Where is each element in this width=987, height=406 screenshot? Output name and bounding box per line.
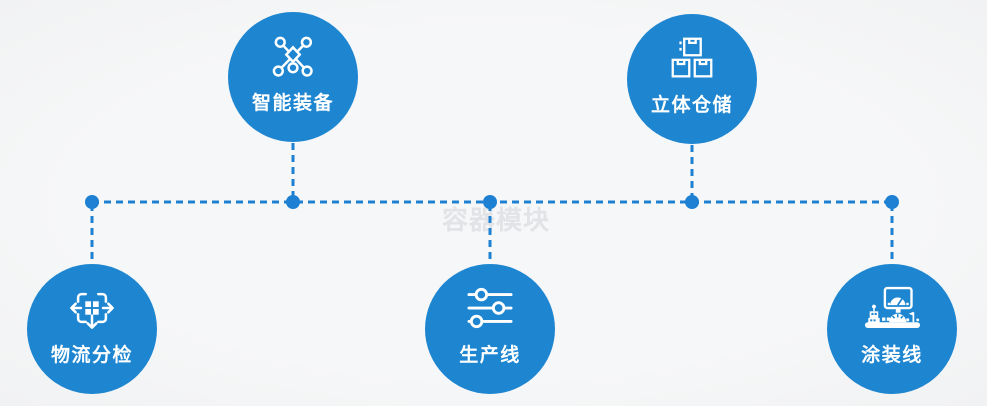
junction-dot: [85, 195, 99, 209]
node-logistics-sorting: 物流分检: [27, 264, 157, 394]
node-storage-warehouse: 立体仓储: [627, 14, 757, 144]
node-production-line: 生产线: [425, 264, 555, 394]
node-smart-equipment: 智能装备: [228, 12, 358, 142]
node-label: 生产线: [459, 345, 521, 366]
node-label: 涂装线: [861, 345, 923, 366]
junction-dot: [685, 195, 699, 209]
node-label: 物流分检: [50, 345, 133, 366]
stacked-boxes-icon: [670, 33, 714, 83]
network-nodes-icon: [270, 31, 316, 81]
watermark: 容器模块: [441, 205, 550, 235]
sort-dispatch-icon: [69, 283, 115, 333]
junction-dot: [286, 195, 300, 209]
node-label: 立体仓储: [650, 95, 733, 116]
junction-dot: [885, 195, 899, 209]
coating-machine-icon: [864, 283, 921, 333]
node-label: 智能装备: [251, 93, 334, 114]
junction-dot: [483, 195, 497, 209]
sliders-icon: [467, 283, 513, 333]
node-coating-line: 涂装线: [827, 264, 957, 394]
